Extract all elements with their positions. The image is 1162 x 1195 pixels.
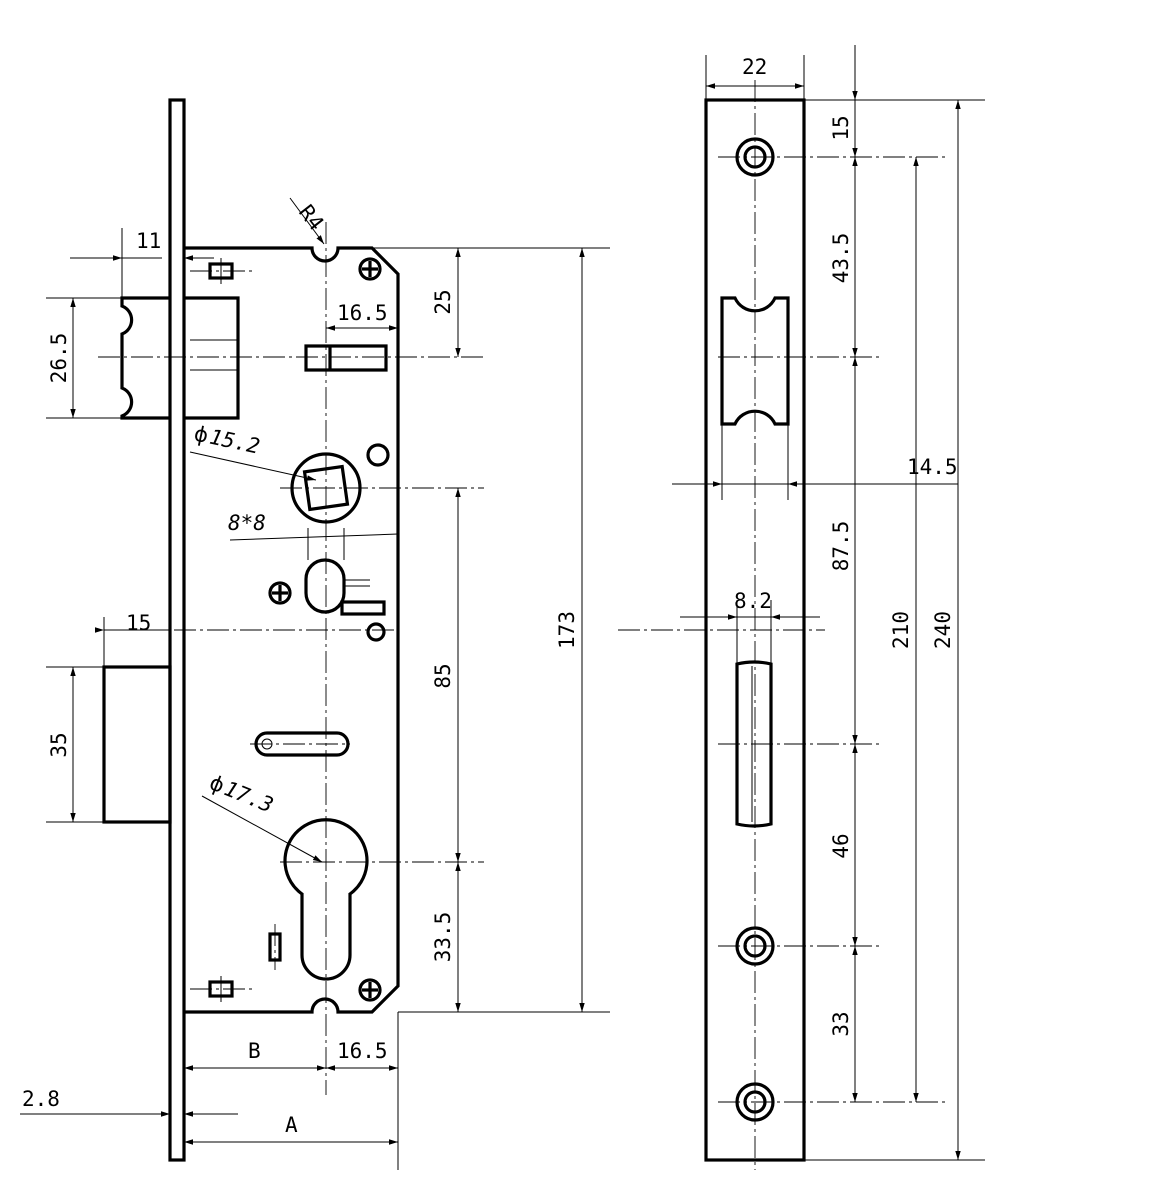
- pin-hole-lower: [366, 622, 386, 642]
- screw-top: [358, 257, 382, 281]
- faceplate-bolt-opening: [735, 660, 773, 828]
- cam-oval: [304, 558, 346, 614]
- latch-bolt: [120, 296, 240, 420]
- dim-latch-to-follower: 14.5: [907, 455, 958, 479]
- dim-top-to-latch: 25: [431, 289, 455, 314]
- dead-bolt: [102, 665, 172, 824]
- dim-follower-square: 8*8: [228, 511, 266, 535]
- diameter-symbol: ϕ: [192, 421, 211, 447]
- dim-top-hole: 15: [829, 115, 853, 140]
- dim-hole-spacing: 210: [889, 611, 913, 649]
- screw-middle: [268, 581, 292, 605]
- screw-bottom: [358, 978, 382, 1002]
- lock-case: [184, 246, 400, 1014]
- dim-radius: R4: [294, 200, 328, 235]
- dim-total-depth-label: A: [285, 1113, 298, 1137]
- dim-follower-to-bolt: 87.5: [829, 521, 853, 572]
- side-view: R4 11 26.5 25 16.5 173 ϕ15.2 8*8 15 35 8…: [20, 98, 610, 1170]
- pin-hole-upper: [366, 443, 390, 467]
- cam-tab: [340, 600, 386, 616]
- dim-bolt-to-hole: 46: [829, 833, 853, 858]
- dim-backset-label: B: [248, 1039, 261, 1063]
- dim-hole-to-bottom: 33: [829, 1011, 853, 1036]
- dim-deadbolt-height: 35: [47, 732, 71, 757]
- euro-cylinder-cutout: [283, 818, 369, 981]
- dim-hole-to-latch: 43.5: [829, 233, 853, 284]
- dim-follower-diameter: ϕ15.2: [192, 421, 262, 458]
- dim-faceplate-thickness: 2.8: [22, 1087, 60, 1111]
- dim-bolt-width: 8.2: [734, 589, 772, 613]
- dim-follower-to-cylinder: 85: [431, 663, 455, 688]
- dim-faceplate-width: 22: [742, 55, 767, 79]
- latch-lever: [304, 344, 388, 372]
- dim-latch-offset: 11: [136, 229, 161, 253]
- dim-latch-depth: 16.5: [337, 301, 388, 325]
- dim-latch-height: 26.5: [47, 333, 71, 384]
- dim-deadbolt-offset: 15: [126, 611, 151, 635]
- dim-overall-length: 240: [931, 611, 955, 649]
- dim-overall-height: 173: [555, 611, 579, 649]
- faceplate-view: 22 15 43.5 14.5 87.5 8.2 210 240 46 33: [618, 45, 985, 1170]
- dim-cylinder-diameter: ϕ17.3: [206, 770, 277, 817]
- dim-cylinder-to-bottom: 33.5: [431, 912, 455, 963]
- dim-cylinder-depth: 16.5: [337, 1039, 388, 1063]
